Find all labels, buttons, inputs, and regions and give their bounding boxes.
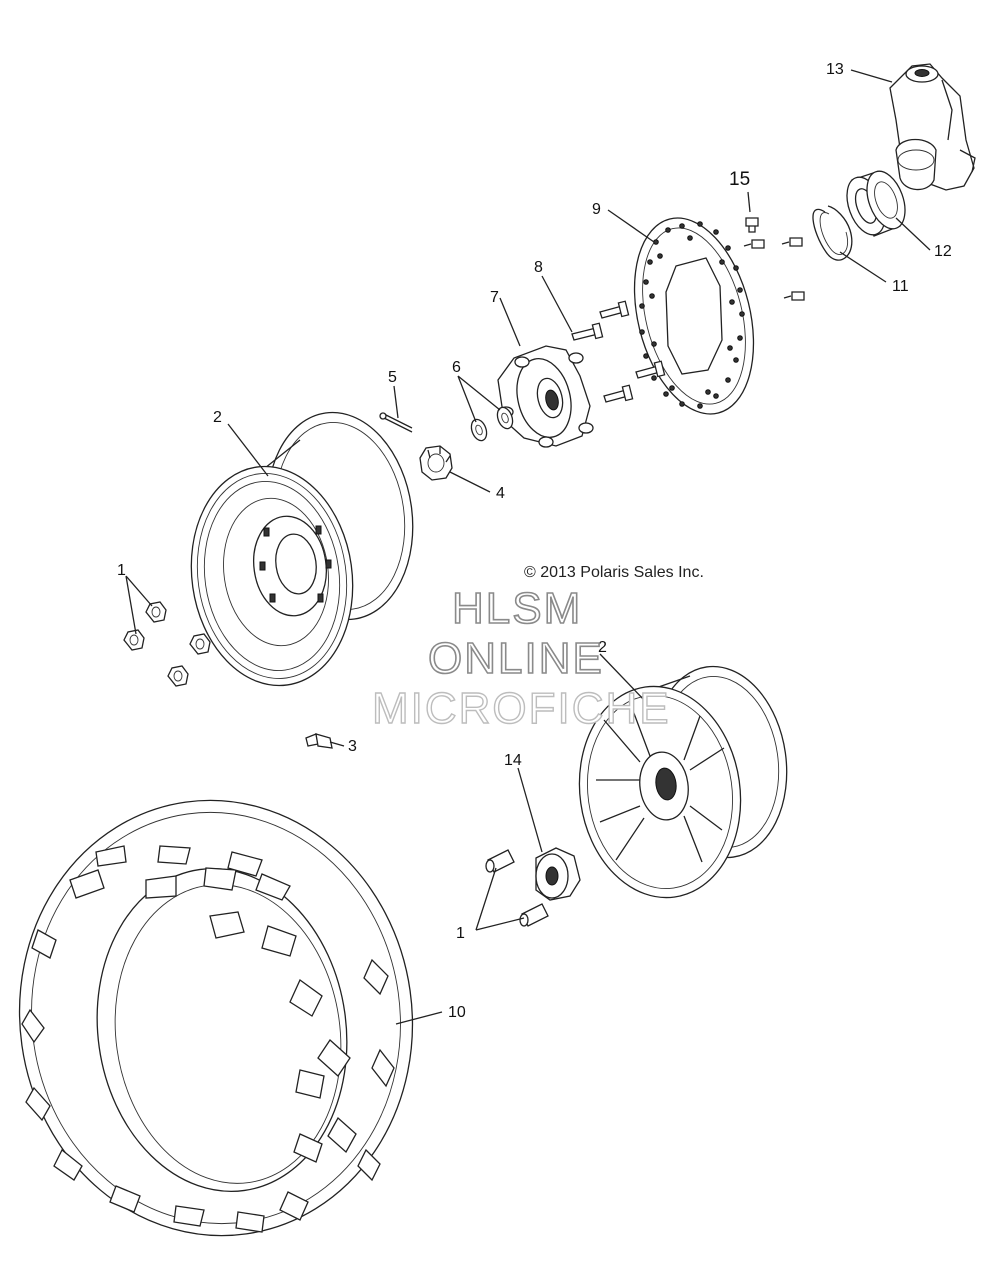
leader-lines <box>125 69 931 1025</box>
steering-knuckle <box>889 63 976 191</box>
lug-nuts-cast <box>485 849 549 927</box>
callout-5: 5 <box>388 369 397 386</box>
callout-6: 6 <box>452 359 461 376</box>
callout-2-steel-wheel: 2 <box>213 409 222 426</box>
castle-nut <box>419 445 453 481</box>
callout-11: 11 <box>892 278 909 295</box>
callout-13: 13 <box>826 61 844 78</box>
tire <box>18 799 414 1237</box>
wheel-bearing <box>846 170 906 237</box>
callout-7: 7 <box>490 289 499 306</box>
steel-wheel <box>190 411 414 687</box>
wheel-studs <box>571 300 666 403</box>
cast-wheel <box>578 665 788 899</box>
callout-12: 12 <box>934 243 952 260</box>
callout-10: 10 <box>448 1004 466 1021</box>
lug-nuts-steel <box>123 601 211 687</box>
disc-bolts <box>743 217 805 301</box>
wheel-hub <box>497 345 594 448</box>
callout-3: 3 <box>348 738 357 755</box>
watermark-line-1: HLSM <box>451 583 583 634</box>
callout-9: 9 <box>592 201 601 218</box>
callout-1-steel-lugnuts: 1 <box>117 562 126 579</box>
washers <box>470 406 514 442</box>
callout-15: 15 <box>729 169 751 190</box>
callout-2-cast-wheel: 2 <box>598 639 607 656</box>
brake-disc <box>633 217 755 415</box>
callout-14: 14 <box>504 752 522 769</box>
watermark-line-3: MICROFICHE <box>371 683 671 733</box>
cotter-pin <box>379 412 413 433</box>
valve-stem <box>305 733 333 749</box>
callout-8: 8 <box>534 259 543 276</box>
snap-ring <box>812 205 853 261</box>
callout-4: 4 <box>496 485 505 502</box>
callout-1-cast-lugnuts: 1 <box>456 925 465 942</box>
hub-cap <box>535 847 581 901</box>
copyright-notice: © 2013 Polaris Sales Inc. <box>524 564 704 581</box>
watermark-line-2: ONLINE <box>427 633 604 684</box>
